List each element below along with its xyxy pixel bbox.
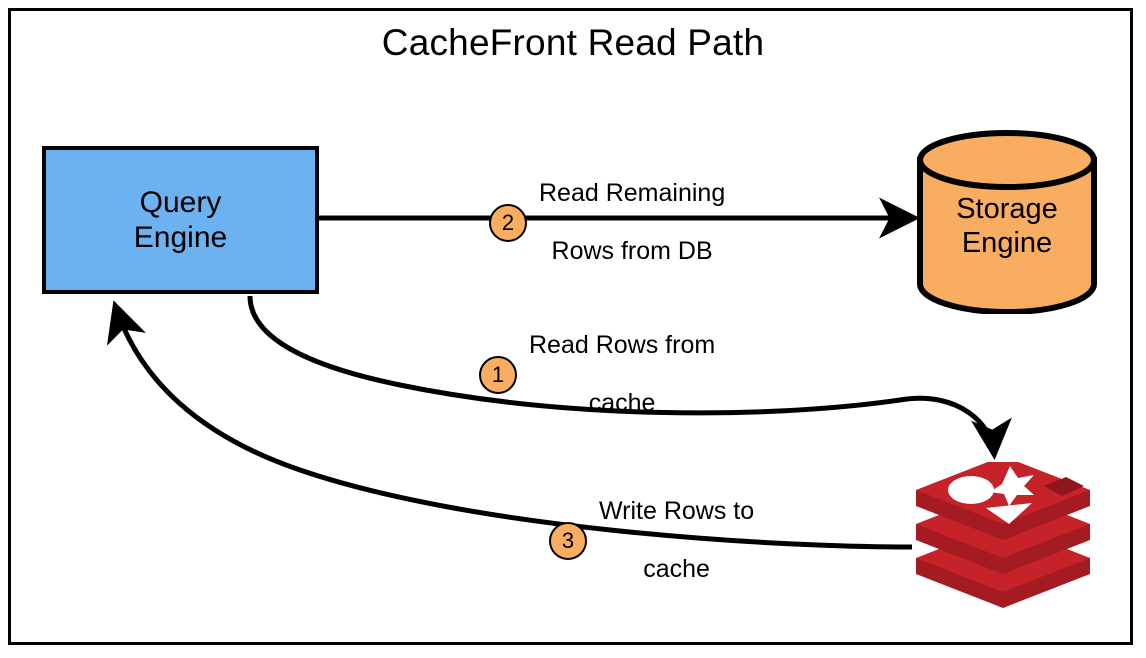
node-storage-engine[interactable]: Storage Engine xyxy=(916,130,1098,314)
cylinder-top xyxy=(917,130,1097,190)
diagram-title: CacheFront Read Path xyxy=(381,22,765,63)
step-badge-1: 1 xyxy=(479,355,517,394)
node-redis-cache[interactable] xyxy=(908,462,1098,610)
redis-star-glyph xyxy=(990,466,1034,506)
redis-square-glyph xyxy=(1044,477,1084,496)
step-text-3-line2: cache xyxy=(643,555,710,583)
step-text-1-line2: cache xyxy=(588,389,656,417)
step-text-3-line1: Write Rows to xyxy=(599,497,755,525)
query-engine-label-line1: Query xyxy=(139,185,222,219)
redis-triangle-glyph xyxy=(986,503,1032,524)
step-text-1-line1: Read Rows from xyxy=(529,331,716,359)
step-text-1: Read Rows from cache xyxy=(529,302,715,447)
step-text-2-line1: Read Remaining xyxy=(539,179,726,207)
step-badge-3: 3 xyxy=(549,521,587,560)
redis-ellipse-glyph xyxy=(948,476,994,504)
cylinder-body xyxy=(917,157,1097,314)
step-badge-2: 2 xyxy=(489,203,527,242)
step-text-2-line2: Rows from DB xyxy=(551,237,713,265)
step-label-1: 1 Read Rows from cache xyxy=(479,302,715,447)
query-engine-label-line2: Engine xyxy=(133,221,228,254)
node-query-engine[interactable]: Query Engine xyxy=(42,146,319,294)
step-label-3: 3 Write Rows to cache xyxy=(549,468,754,613)
step-label-2: 2 Read Remaining Rows from DB xyxy=(489,150,725,295)
step-text-2: Read Remaining Rows from DB xyxy=(539,150,725,295)
step-text-3: Write Rows to cache xyxy=(599,468,754,613)
